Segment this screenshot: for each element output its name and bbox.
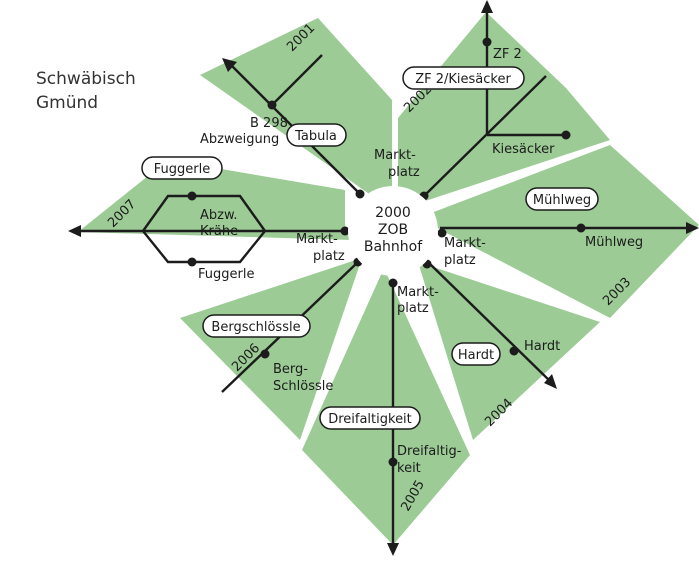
route-2007-destination-pill[interactable] — [141, 156, 223, 180]
arrow-2002 — [481, 0, 493, 13]
route-2003-stop-label: Mühlweg — [585, 235, 643, 250]
route-2005-stop-label-2: keit — [397, 461, 421, 476]
route-2001-spur[interactable] — [271, 54, 323, 106]
route-2001-origin-2: platz — [388, 165, 420, 180]
route-2004-labels: Hardt Hardt 2004 — [451, 339, 560, 430]
route-2003-destination: Mühlweg — [533, 193, 591, 208]
stop-2005-terminal[interactable] — [388, 278, 398, 288]
sector-areas — [78, 12, 699, 545]
hub-line-2: ZOB — [378, 222, 408, 238]
route-2002-destination-pill[interactable] — [402, 66, 525, 90]
route-2003-origin-2: platz — [444, 253, 476, 268]
arrow-2004 — [544, 374, 557, 389]
route-2007-destination: Fuggerle — [154, 162, 210, 177]
stop-2005-dreifaltigkeit[interactable] — [388, 457, 398, 467]
route-2007-stop-label-3: Fuggerle — [198, 267, 254, 282]
arrow-2005 — [387, 543, 399, 556]
route-2001-stop-label-2: Abzweigung — [200, 132, 279, 147]
route-2001-destination: Tabula — [294, 129, 337, 144]
stop-2007-terminal[interactable] — [340, 226, 350, 236]
route-2007-origin: Markt- — [296, 232, 338, 247]
sector-2004 — [418, 262, 600, 440]
stop-2007-fuggerle[interactable] — [187, 257, 197, 267]
route-2001-origin: Markt- — [374, 148, 416, 163]
route-2004-line[interactable] — [429, 263, 554, 385]
route-2007-stop-label: Abzw. — [200, 208, 238, 223]
route-2003-origin: Markt- — [444, 236, 486, 251]
sector-2006 — [180, 258, 362, 440]
route-2007-lower[interactable] — [142, 230, 266, 264]
hub-line-1: 2000 — [375, 205, 411, 221]
stop-2001-terminal[interactable] — [355, 189, 365, 199]
stop-2003-terminal[interactable] — [437, 228, 447, 238]
sector-2002 — [398, 12, 610, 210]
stop-2004-hardt[interactable] — [509, 346, 519, 356]
arrow-2007 — [68, 225, 81, 237]
route-2007-stop-label-2: Krähe — [200, 224, 238, 239]
route-2002-destination: ZF 2/Kiesäcker — [415, 72, 511, 87]
route-2005-origin-2: platz — [397, 301, 429, 316]
route-2004-destination: Hardt — [458, 348, 494, 363]
stop-2007-abzw-kraehe[interactable] — [187, 191, 197, 201]
route-2007-upper[interactable] — [142, 194, 266, 232]
route-arrows — [68, 0, 699, 556]
route-2007-origin-2: platz — [313, 249, 345, 264]
route-2002-stop-label-2: Kiesäcker — [492, 142, 555, 157]
sector-2003 — [418, 145, 699, 318]
route-2005-destination-pill[interactable] — [319, 406, 421, 430]
route-2005-origin: Markt- — [397, 285, 439, 300]
stop-2002-kiesaecker[interactable] — [561, 130, 571, 140]
route-2005-destination: Dreifaltigkeit — [328, 412, 412, 427]
hub-line-3: Bahnhof — [364, 239, 423, 255]
stop-2001-b298[interactable] — [267, 100, 277, 110]
route-2002-line[interactable] — [423, 75, 547, 197]
sector-2007 — [78, 160, 352, 240]
hub-circle[interactable] — [348, 186, 438, 276]
stop-2002-zf2[interactable] — [482, 37, 492, 47]
route-2005-labels: Markt- platz Dreifaltigkeit Dreifaltig- … — [319, 285, 462, 514]
stop-2006-bergschloessle[interactable] — [260, 349, 270, 359]
route-2006-stop-label: Berg- — [273, 362, 308, 377]
city-name-line-2: Gmünd — [36, 93, 98, 113]
route-2004-destination-pill[interactable] — [451, 342, 501, 366]
route-2006-stop-label-2: Schlössle — [273, 379, 333, 394]
arrow-2001 — [222, 58, 237, 72]
arrow-2003 — [686, 222, 699, 234]
route-2006-destination: Bergschlössle — [211, 320, 300, 335]
route-2005-stop-label: Dreifaltig- — [397, 444, 462, 459]
route-2004-stop-label: Hardt — [524, 339, 560, 354]
route-2003-destination-pill[interactable] — [525, 187, 599, 211]
route-2002-stop-label: ZF 2 — [493, 47, 522, 62]
route-2001-stop-label: B 298 — [250, 116, 288, 131]
city-name-line-1: Schwäbisch — [36, 69, 136, 89]
sector-2001 — [200, 18, 392, 210]
stop-2003-muehlweg[interactable] — [576, 223, 586, 233]
route-2006-destination-pill[interactable] — [202, 314, 311, 338]
route-2001-labels: 2001 B 298 Abzweigung Tabula Markt- plat… — [200, 21, 420, 180]
route-2001-destination-pill[interactable] — [286, 123, 347, 147]
